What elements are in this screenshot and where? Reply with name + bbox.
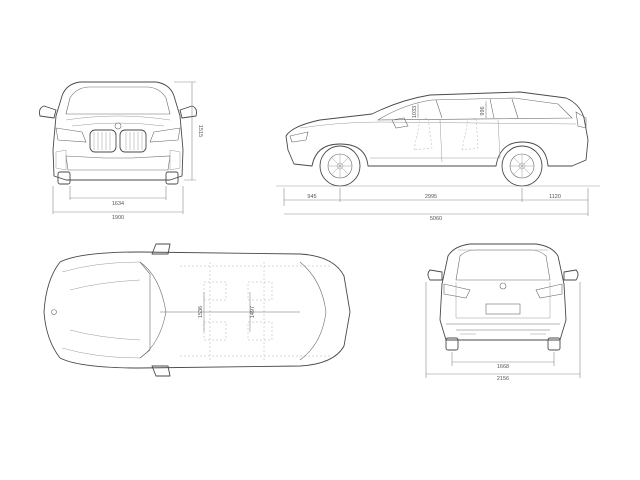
rear-headroom-label: 996 bbox=[480, 106, 486, 115]
side-view: 945 2995 1120 5060 1033 996 bbox=[276, 91, 600, 222]
length-label: 5060 bbox=[430, 216, 442, 222]
wheelbase-label: 2995 bbox=[425, 194, 437, 200]
front-height-label: 1515 bbox=[197, 125, 203, 137]
top-view: 1536 1497 bbox=[43, 243, 351, 377]
front-overhang-label: 945 bbox=[307, 194, 316, 200]
rear-shoulder-label: 1497 bbox=[250, 306, 256, 318]
front-view: 1634 1900 1515 bbox=[39, 81, 203, 221]
front-track-label: 1634 bbox=[112, 201, 124, 207]
rear-view: 1668 2156 bbox=[425, 243, 581, 382]
mirror-width-label: 2156 bbox=[497, 376, 509, 382]
front-width-label: 1900 bbox=[112, 215, 124, 221]
front-shoulder-label: 1536 bbox=[198, 306, 204, 318]
rear-overhang-label: 1120 bbox=[549, 194, 561, 200]
front-headroom-label: 1033 bbox=[412, 106, 418, 118]
rear-track-label: 1668 bbox=[497, 364, 509, 370]
